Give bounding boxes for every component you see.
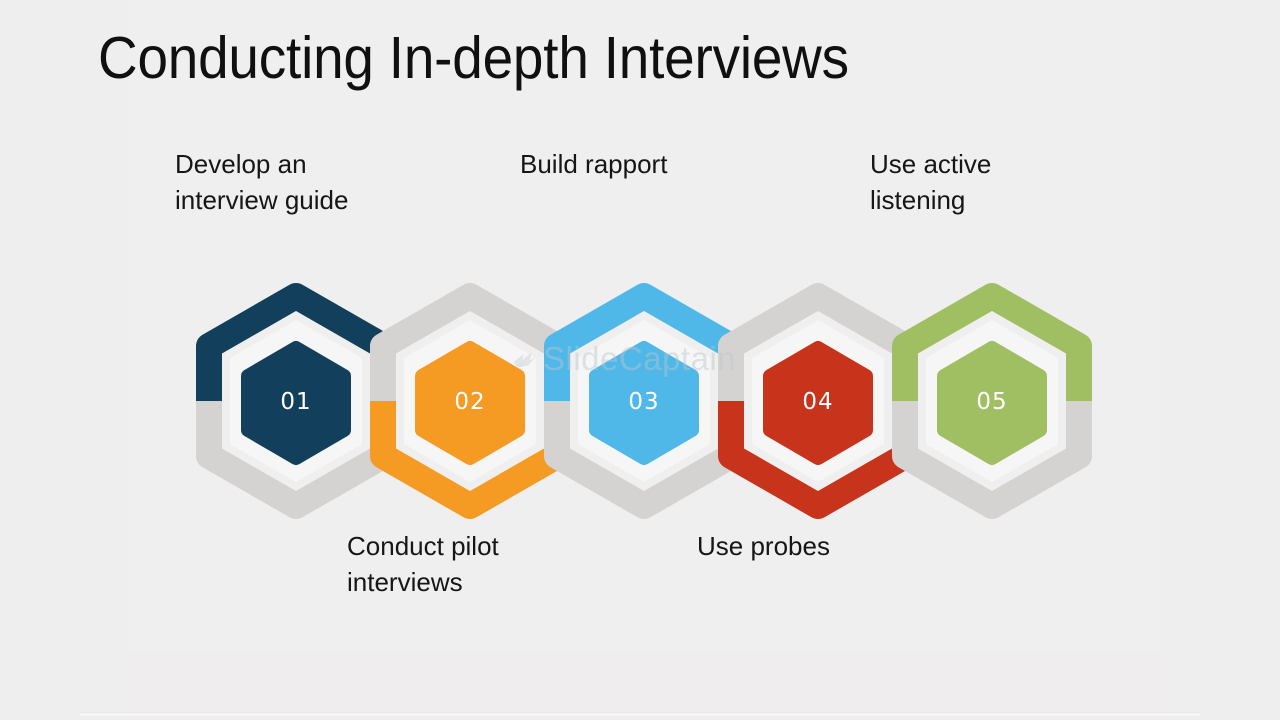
hexagon-core-03 [589,341,699,465]
hexagon-step-02[interactable] [370,283,570,519]
step-label-02: Conduct pilot interviews [347,531,499,597]
page-title: Conducting In-depth Interviews [98,25,849,91]
hexagon-ring-05-top [892,283,1092,401]
hexagon-step-05[interactable] [892,283,1092,519]
slide-footer-panel [128,652,1160,713]
step-label-01: Develop an interview guide [175,149,349,215]
hexagon-step-01[interactable] [196,283,396,519]
hexagon-core-05 [937,341,1047,465]
step-label-05: Use active listening [870,149,992,215]
hexagon-ring-04-bottom [718,401,918,519]
slide-baseline-strip [80,712,1200,716]
step-label-03: Build rapport [520,149,668,179]
hexagon-step-04[interactable] [718,283,918,519]
step-label-04: Use probes [697,531,830,561]
hexagon-core-01 [241,341,351,465]
hexagon-core-02 [415,341,525,465]
hexagon-ring-02-bottom [370,401,570,519]
hexagon-ring-05-bottom [892,401,1092,519]
hexagon-ring-01-bottom [196,401,396,519]
hexagon-step-03[interactable] [544,283,744,519]
hexagon-ring-03-bottom [544,401,744,519]
hexagon-core-04 [763,341,873,465]
